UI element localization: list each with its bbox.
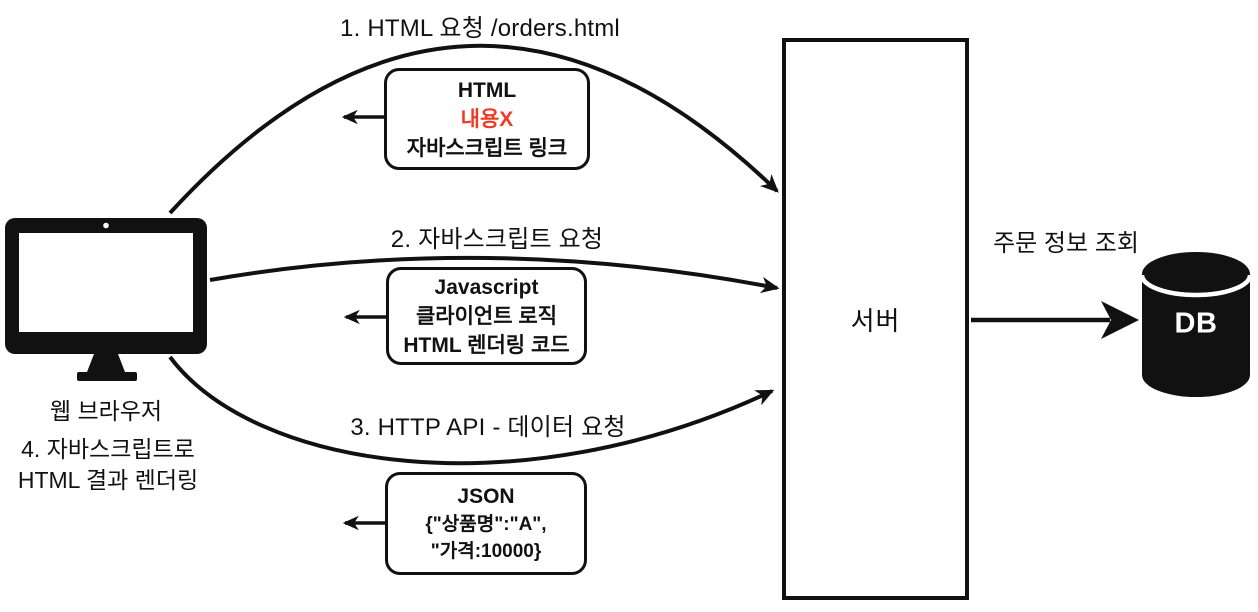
response-box-javascript-title: Javascript — [434, 275, 539, 299]
response-box-html-line3: 자바스크립트 링크 — [406, 136, 568, 160]
db-query-label: 주문 정보 조회 — [993, 230, 1139, 257]
request-3-label: 3. HTTP API - 데이터 요청 — [350, 414, 626, 441]
response-box-javascript-line2: 클라이언트 로직 — [415, 304, 558, 328]
request-2-label: 2. 자바스크립트 요청 — [390, 226, 604, 253]
response-box-html-title: HTML — [457, 78, 517, 102]
request-arrow-1 — [168, 44, 779, 215]
response-box-javascript-line3: HTML 렌더링 코드 — [403, 333, 570, 357]
server-node: 서버 — [782, 38, 969, 600]
db-query-arrow — [971, 301, 1139, 339]
response-box-json-title: JSON — [457, 485, 515, 508]
request-1-label: 1. HTML 요청 /orders.html — [340, 15, 620, 42]
request-arrow-3 — [168, 355, 775, 466]
response-box-json-line3: "가격:10000} — [430, 541, 542, 562]
browser-step4-note: 4. 자바스크립트로 HTML 결과 렌더링 — [3, 434, 213, 496]
request-arrow-2 — [209, 255, 780, 294]
browser-step4-note-line2: HTML 결과 렌더링 — [17, 467, 199, 493]
response-box-html: HTML 내용X 자바스크립트 링크 — [384, 68, 590, 170]
response-box-json: JSON {"상품명":"A", "가격:10000} — [385, 472, 587, 575]
response-box-javascript: Javascript 클라이언트 로직 HTML 렌더링 코드 — [386, 267, 587, 365]
browser-label: 웹 브라우저 — [49, 398, 163, 424]
browser-step4-note-line1: 4. 자바스크립트로 — [21, 436, 195, 462]
response-box-json-line2: {"상품명":"A", — [425, 514, 547, 535]
response-box-html-line2: 내용X — [460, 107, 514, 131]
web-browser-icon — [5, 218, 207, 381]
database-icon — [1139, 252, 1253, 397]
db-label: DB — [1174, 307, 1218, 340]
server-label: 서버 — [850, 305, 901, 336]
